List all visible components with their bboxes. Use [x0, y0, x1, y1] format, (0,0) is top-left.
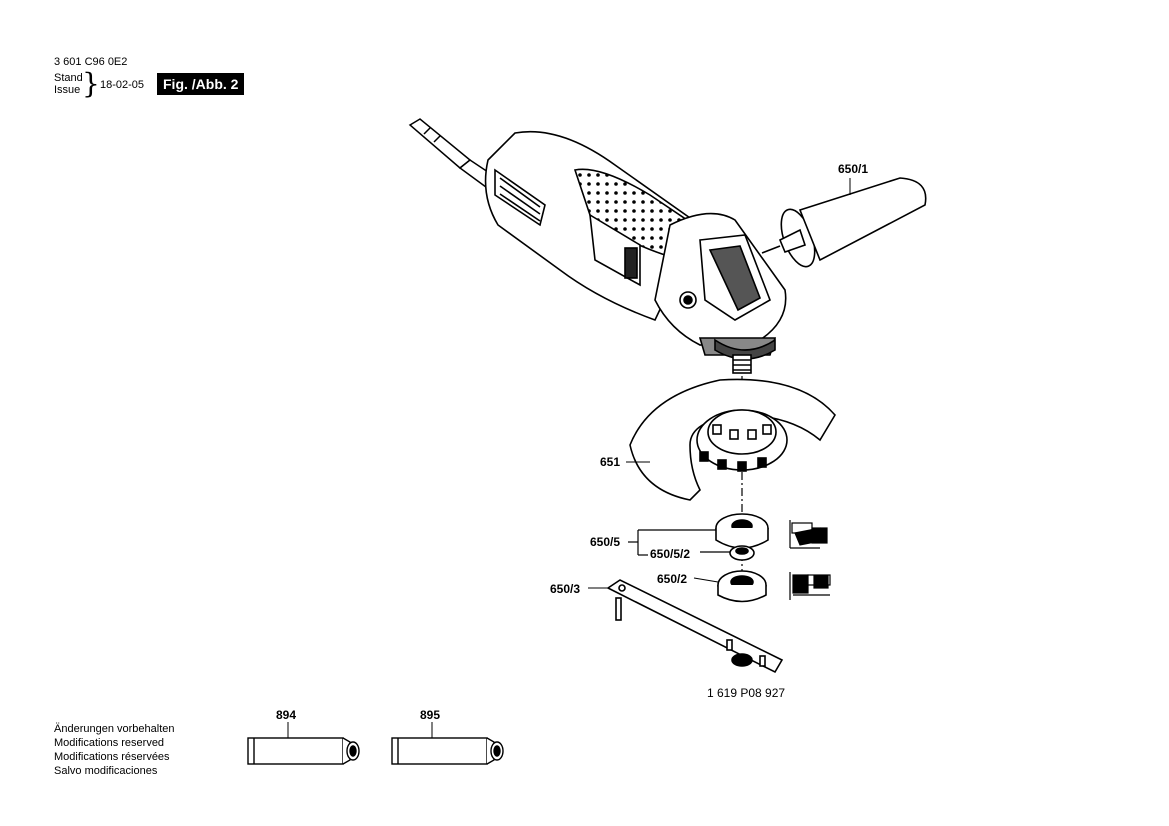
part-label-650-3: 650/3 [550, 582, 581, 596]
pin-wrench [606, 579, 784, 674]
note-de: Änderungen vorbehalten [54, 723, 175, 735]
stand-label: Stand [54, 72, 83, 84]
mounting-flange [715, 513, 769, 561]
clamping-nut [717, 570, 767, 603]
issue-date: 18-02-05 [100, 79, 145, 91]
note-es: Salvo modificaciones [54, 765, 158, 777]
part-label-650-1: 650/1 [838, 162, 869, 176]
flange-orientation-icon [789, 520, 828, 549]
modification-notes: Änderungen vorbehalten Modifications res… [54, 722, 174, 778]
part-label-895: 895 [420, 708, 441, 722]
part-label-650-5: 650/5 [590, 535, 621, 549]
nut-orientation-icon [789, 572, 831, 600]
wheel-guard [629, 378, 836, 501]
note-fr: Modifications réservées [54, 751, 170, 763]
nut-leader [693, 577, 719, 583]
part-label-651: 651 [600, 455, 621, 469]
doc-number: 3 601 C96 0E2 [54, 56, 128, 68]
grease-tube-894 [247, 737, 360, 765]
flange-bracket [628, 529, 730, 556]
note-en: Modifications reserved [54, 737, 165, 749]
part-label-650-2: 650/2 [657, 572, 688, 586]
part-label-894: 894 [276, 708, 297, 722]
part-label-650-5-2: 650/5/2 [650, 547, 691, 561]
issue-label: Issue [54, 84, 81, 96]
brace-symbol: } [82, 67, 100, 100]
wrench-part-number: 1 619 P08 927 [707, 686, 786, 700]
grinder-body [484, 130, 787, 374]
side-handle [761, 177, 927, 268]
grease-tube-895 [391, 737, 504, 765]
figure-tag: Fig. /Abb. 2 [157, 73, 245, 95]
